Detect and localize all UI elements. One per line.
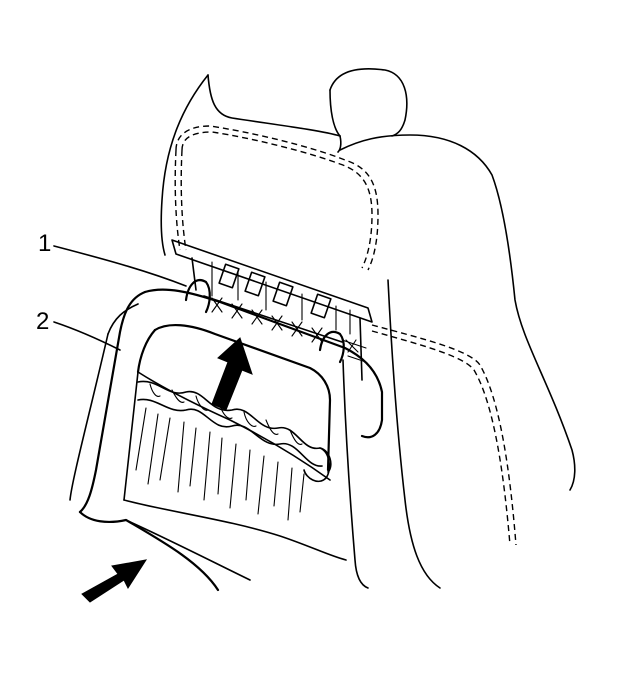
leader-lines (53, 245, 187, 351)
map-pocket (123, 323, 347, 561)
pocket-gathers (135, 407, 305, 521)
back-panel (69, 288, 384, 592)
headrest (207, 68, 408, 137)
callout-label-2: 2 (36, 308, 50, 335)
dashed-contours (174, 125, 517, 546)
direction-arrow-diagonal (81, 559, 148, 603)
direction-arrow-up (211, 337, 253, 411)
retaining-bracket (171, 239, 373, 381)
pocket-elastic-band (137, 380, 332, 483)
callout-label-1: 1 (38, 230, 52, 257)
retaining-clips (184, 279, 345, 364)
seat-back-outline (160, 74, 576, 589)
